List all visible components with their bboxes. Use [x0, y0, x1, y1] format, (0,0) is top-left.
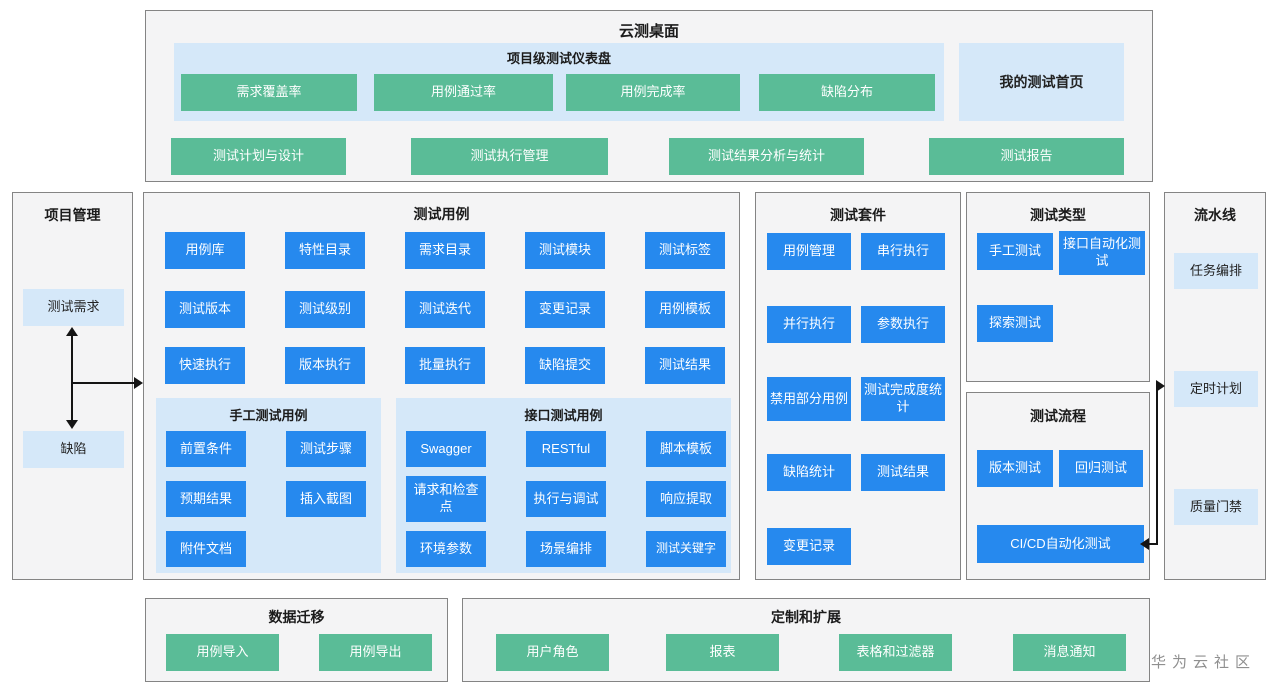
arrow-to-pipeline-head — [1156, 380, 1165, 392]
insert-screenshot-node: 插入截图 — [286, 481, 366, 517]
parallel-execution-node: 并行执行 — [767, 306, 851, 343]
my-test-homepage-node: 我的测试首页 — [959, 43, 1124, 121]
defect-submit-node: 缺陷提交 — [525, 347, 605, 384]
user-role-node: 用户角色 — [496, 634, 609, 671]
message-notify-node: 消息通知 — [1013, 634, 1126, 671]
project-mgmt-panel: 项目管理 测试需求 缺陷 — [12, 192, 133, 580]
precondition-node: 前置条件 — [166, 431, 246, 467]
dashboard-box: 项目级测试仪表盘 需求覆盖率 用例通过率 用例完成率 缺陷分布 — [174, 43, 944, 121]
dashboard-title: 项目级测试仪表盘 — [506, 51, 611, 66]
project-mgmt-title: 项目管理 — [44, 207, 101, 223]
arrow-to-testcase-line — [72, 382, 134, 384]
data-migration-panel: 数据迁移 用例导入 用例导出 — [145, 598, 448, 682]
test-version-node: 测试版本 — [165, 291, 245, 328]
feature-catalog-node: 特性目录 — [285, 232, 365, 269]
case-completion-node: 用例完成率 — [566, 74, 740, 111]
table-filter-node: 表格和过滤器 — [839, 634, 952, 671]
arrow-down-head — [66, 420, 78, 429]
arrow-to-testcase-head — [134, 377, 143, 389]
test-case-panel: 测试用例 用例库 特性目录 需求目录 测试模块 测试标签 测试版本 测试级别 测… — [143, 192, 740, 580]
defect-distribution-node: 缺陷分布 — [759, 74, 935, 111]
report-node: 报表 — [666, 634, 779, 671]
cloud-desktop-title: 云测桌面 — [618, 23, 679, 40]
cloud-desktop-panel: 云测桌面 项目级测试仪表盘 需求覆盖率 用例通过率 用例完成率 缺陷分布 我的测… — [145, 10, 1153, 182]
api-auto-test-node: 接口自动化测试 — [1059, 231, 1145, 275]
test-type-title: 测试类型 — [1030, 207, 1086, 223]
quality-gate-node: 质量门禁 — [1174, 489, 1258, 525]
test-module-node: 测试模块 — [525, 232, 605, 269]
arrow-pipeline-cicd-line — [1156, 386, 1158, 544]
version-execution-node: 版本执行 — [285, 347, 365, 384]
schedule-plan-node: 定时计划 — [1174, 371, 1258, 407]
case-pass-rate-node: 用例通过率 — [374, 74, 553, 111]
test-iteration-node: 测试迭代 — [405, 291, 485, 328]
regression-test-node: 回归测试 — [1059, 450, 1143, 487]
api-case-title: 接口测试用例 — [524, 408, 603, 423]
disable-partial-case-node: 禁用部分用例 — [767, 377, 851, 421]
test-report-node: 测试报告 — [929, 138, 1124, 175]
request-checkpoint-node: 请求和检查点 — [406, 476, 486, 522]
batch-execution-node: 批量执行 — [405, 347, 485, 384]
test-suite-panel: 测试套件 用例管理 串行执行 并行执行 参数执行 禁用部分用例 测试完成度统计 … — [755, 192, 961, 580]
arrow-to-cicd-line — [1148, 543, 1158, 545]
case-export-node: 用例导出 — [319, 634, 432, 671]
test-tag-node: 测试标签 — [645, 232, 725, 269]
task-orchestration-node: 任务编排 — [1174, 253, 1258, 289]
req-coverage-node: 需求覆盖率 — [181, 74, 357, 111]
test-result-node: 测试结果 — [645, 347, 725, 384]
response-extract-node: 响应提取 — [646, 481, 726, 517]
env-param-node: 环境参数 — [406, 531, 486, 567]
customization-title: 定制和扩展 — [771, 609, 841, 625]
test-plan-design-node: 测试计划与设计 — [171, 138, 346, 175]
test-process-panel: 测试流程 版本测试 回归测试 CI/CD自动化测试 — [966, 392, 1150, 580]
test-suite-title: 测试套件 — [830, 207, 886, 223]
test-execution-mgmt-node: 测试执行管理 — [411, 138, 608, 175]
test-step-node: 测试步骤 — [286, 431, 366, 467]
data-migration-title: 数据迁移 — [268, 609, 325, 625]
test-level-node: 测试级别 — [285, 291, 365, 328]
watermark: 华为云社区 — [1151, 654, 1257, 671]
defect-stat-node: 缺陷统计 — [767, 454, 851, 491]
serial-execution-node: 串行执行 — [861, 233, 945, 270]
quick-execution-node: 快速执行 — [165, 347, 245, 384]
suite-change-record-node: 变更记录 — [767, 528, 851, 565]
restful-node: RESTful — [526, 431, 606, 467]
api-case-box: 接口测试用例 Swagger RESTful 脚本模板 请求和检查点 执行与调试… — [396, 398, 731, 573]
test-case-title: 测试用例 — [413, 206, 470, 222]
test-process-title: 测试流程 — [1030, 408, 1086, 424]
arrow-to-cicd-head — [1140, 538, 1149, 550]
manual-case-box: 手工测试用例 前置条件 测试步骤 预期结果 插入截图 附件文档 — [156, 398, 381, 573]
test-type-panel: 测试类型 手工测试 接口自动化测试 探索测试 — [966, 192, 1150, 382]
case-library-node: 用例库 — [165, 232, 245, 269]
completion-stat-node: 测试完成度统计 — [861, 377, 945, 421]
attachment-doc-node: 附件文档 — [166, 531, 246, 567]
suite-test-result-node: 测试结果 — [861, 454, 945, 491]
expected-result-node: 预期结果 — [166, 481, 246, 517]
manual-test-node: 手工测试 — [977, 233, 1053, 270]
test-requirement-node: 测试需求 — [23, 289, 124, 326]
version-test-node: 版本测试 — [977, 450, 1053, 487]
pipeline-title: 流水线 — [1194, 207, 1236, 223]
exploratory-test-node: 探索测试 — [977, 305, 1053, 342]
arrow-req-defect-line — [71, 336, 73, 420]
scenario-orchestration-node: 场景编排 — [526, 531, 606, 567]
arrow-up-head — [66, 327, 78, 336]
script-template-node: 脚本模板 — [646, 431, 726, 467]
manual-case-title: 手工测试用例 — [229, 408, 308, 423]
test-keyword-node: 测试关键字 — [646, 531, 726, 567]
swagger-node: Swagger — [406, 431, 486, 467]
pipeline-panel: 流水线 任务编排 定时计划 质量门禁 — [1164, 192, 1266, 580]
change-record-node: 变更记录 — [525, 291, 605, 328]
case-mgmt-node: 用例管理 — [767, 233, 851, 270]
case-template-node: 用例模板 — [645, 291, 725, 328]
customization-panel: 定制和扩展 用户角色 报表 表格和过滤器 消息通知 — [462, 598, 1150, 682]
execute-debug-node: 执行与调试 — [526, 481, 606, 517]
defect-node: 缺陷 — [23, 431, 124, 468]
requirement-catalog-node: 需求目录 — [405, 232, 485, 269]
param-execution-node: 参数执行 — [861, 306, 945, 343]
case-import-node: 用例导入 — [166, 634, 279, 671]
cicd-auto-test-node: CI/CD自动化测试 — [977, 525, 1144, 563]
test-result-analysis-node: 测试结果分析与统计 — [669, 138, 864, 175]
